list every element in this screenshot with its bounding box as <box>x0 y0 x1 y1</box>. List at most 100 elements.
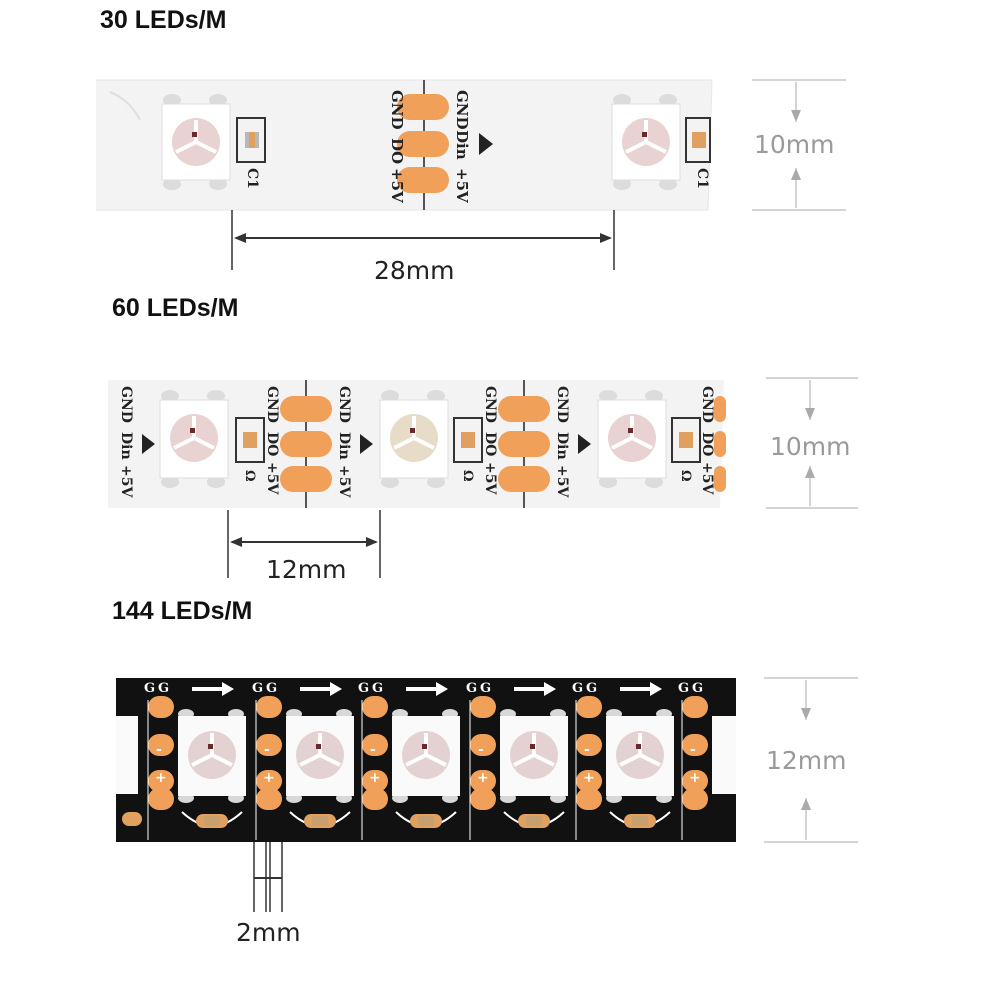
arrow-right-icon <box>479 133 493 155</box>
spacing-label-2mm: 2mm <box>236 918 301 947</box>
svg-text:GND: GND <box>336 386 352 423</box>
pad-label: + <box>583 770 595 786</box>
pad-label: + <box>369 770 381 786</box>
pad-label: - <box>264 742 270 758</box>
svg-text:+5V: +5V <box>482 462 498 495</box>
svg-text:+5V: +5V <box>118 465 134 498</box>
pad-label: +5V <box>388 168 406 203</box>
svg-text:+5V: +5V <box>699 462 715 495</box>
spacing-label-12mm: 12mm <box>266 555 347 584</box>
pad-label: + <box>263 770 275 786</box>
section-title-30: 30 LEDs/M <box>100 6 227 34</box>
pad-label: G <box>480 681 491 696</box>
pad-label: DO <box>388 138 406 164</box>
pad <box>362 734 388 756</box>
pad-label: G <box>678 681 689 696</box>
pad <box>682 696 708 718</box>
svg-text:GND: GND <box>118 386 134 423</box>
pad <box>714 396 726 422</box>
strip-60-leds: GND Din +5V Ω GND DO +5V GND Din +5V <box>108 377 858 578</box>
pad <box>148 788 174 810</box>
capacitor <box>685 117 711 163</box>
pad <box>470 696 496 718</box>
pad <box>148 770 174 792</box>
pad <box>470 770 496 792</box>
svg-text:Ω: Ω <box>460 470 475 482</box>
strip-30-leds: GND DO +5V GND Din +5V C1 C1 <box>96 79 846 270</box>
pad <box>397 131 449 157</box>
pad-label: G <box>252 681 263 696</box>
svg-text:+5V: +5V <box>264 462 280 495</box>
arrow-right-icon <box>578 434 591 454</box>
pad <box>714 466 726 492</box>
capacitor <box>235 417 265 463</box>
led-module <box>597 390 667 488</box>
pad-label: + <box>689 770 701 786</box>
height-label: 10mm <box>754 130 835 159</box>
svg-text:GND: GND <box>264 386 280 423</box>
pad <box>714 431 726 457</box>
pad <box>362 788 388 810</box>
pad-label: - <box>478 742 484 758</box>
led-module <box>611 94 681 190</box>
pad <box>148 734 174 756</box>
spacing-label-28mm: 28mm <box>374 256 455 285</box>
svg-text:Ω: Ω <box>242 470 257 482</box>
pad <box>576 770 602 792</box>
led-module <box>161 94 231 190</box>
section-title-144: 144 LEDs/M <box>112 597 253 625</box>
pad <box>256 788 282 810</box>
pad <box>576 734 602 756</box>
led-module-partial <box>116 716 138 794</box>
arrow-right-icon <box>360 434 373 454</box>
pad-label: - <box>690 742 696 758</box>
pad <box>682 770 708 792</box>
capacitor <box>453 417 483 463</box>
pad-label: G <box>692 681 703 696</box>
pad <box>280 431 332 457</box>
svg-text:DO: DO <box>482 432 498 456</box>
pad <box>256 696 282 718</box>
svg-text:GND: GND <box>482 386 498 423</box>
pad-label: G <box>144 681 155 696</box>
pad-label: G <box>466 681 477 696</box>
led-module <box>159 390 229 488</box>
pad <box>498 466 550 492</box>
pad-label: - <box>156 742 162 758</box>
height-label: 12mm <box>766 746 847 775</box>
pad-label: G <box>266 681 277 696</box>
svg-text:DO: DO <box>264 432 280 456</box>
pad <box>498 396 550 422</box>
pad-label: - <box>370 742 376 758</box>
cap-label: C1 <box>694 168 710 189</box>
svg-text:DO: DO <box>699 432 715 456</box>
svg-text:Din: Din <box>336 432 352 460</box>
pad-label: - <box>584 742 590 758</box>
svg-text:+5V: +5V <box>336 465 352 498</box>
capacitor <box>236 117 266 163</box>
pad <box>682 788 708 810</box>
pad <box>397 167 449 193</box>
svg-text:Ω: Ω <box>678 470 693 482</box>
pad <box>498 431 550 457</box>
pad-label: + <box>477 770 489 786</box>
pad <box>362 770 388 792</box>
pad-label: Din <box>453 130 471 160</box>
pad-label: G <box>586 681 597 696</box>
pad <box>470 734 496 756</box>
pad <box>576 788 602 810</box>
height-label: 10mm <box>770 432 851 461</box>
pad-label: G <box>572 681 583 696</box>
pad <box>362 696 388 718</box>
pad-label: G <box>358 681 369 696</box>
led-module <box>379 390 449 488</box>
svg-text:GND: GND <box>554 386 570 423</box>
pad <box>148 696 174 718</box>
pad <box>280 396 332 422</box>
cap-label: C1 <box>244 168 260 189</box>
svg-text:Din: Din <box>118 432 134 460</box>
led-module-partial <box>712 716 736 794</box>
resistor <box>122 812 142 826</box>
pad-label: + <box>155 770 167 786</box>
